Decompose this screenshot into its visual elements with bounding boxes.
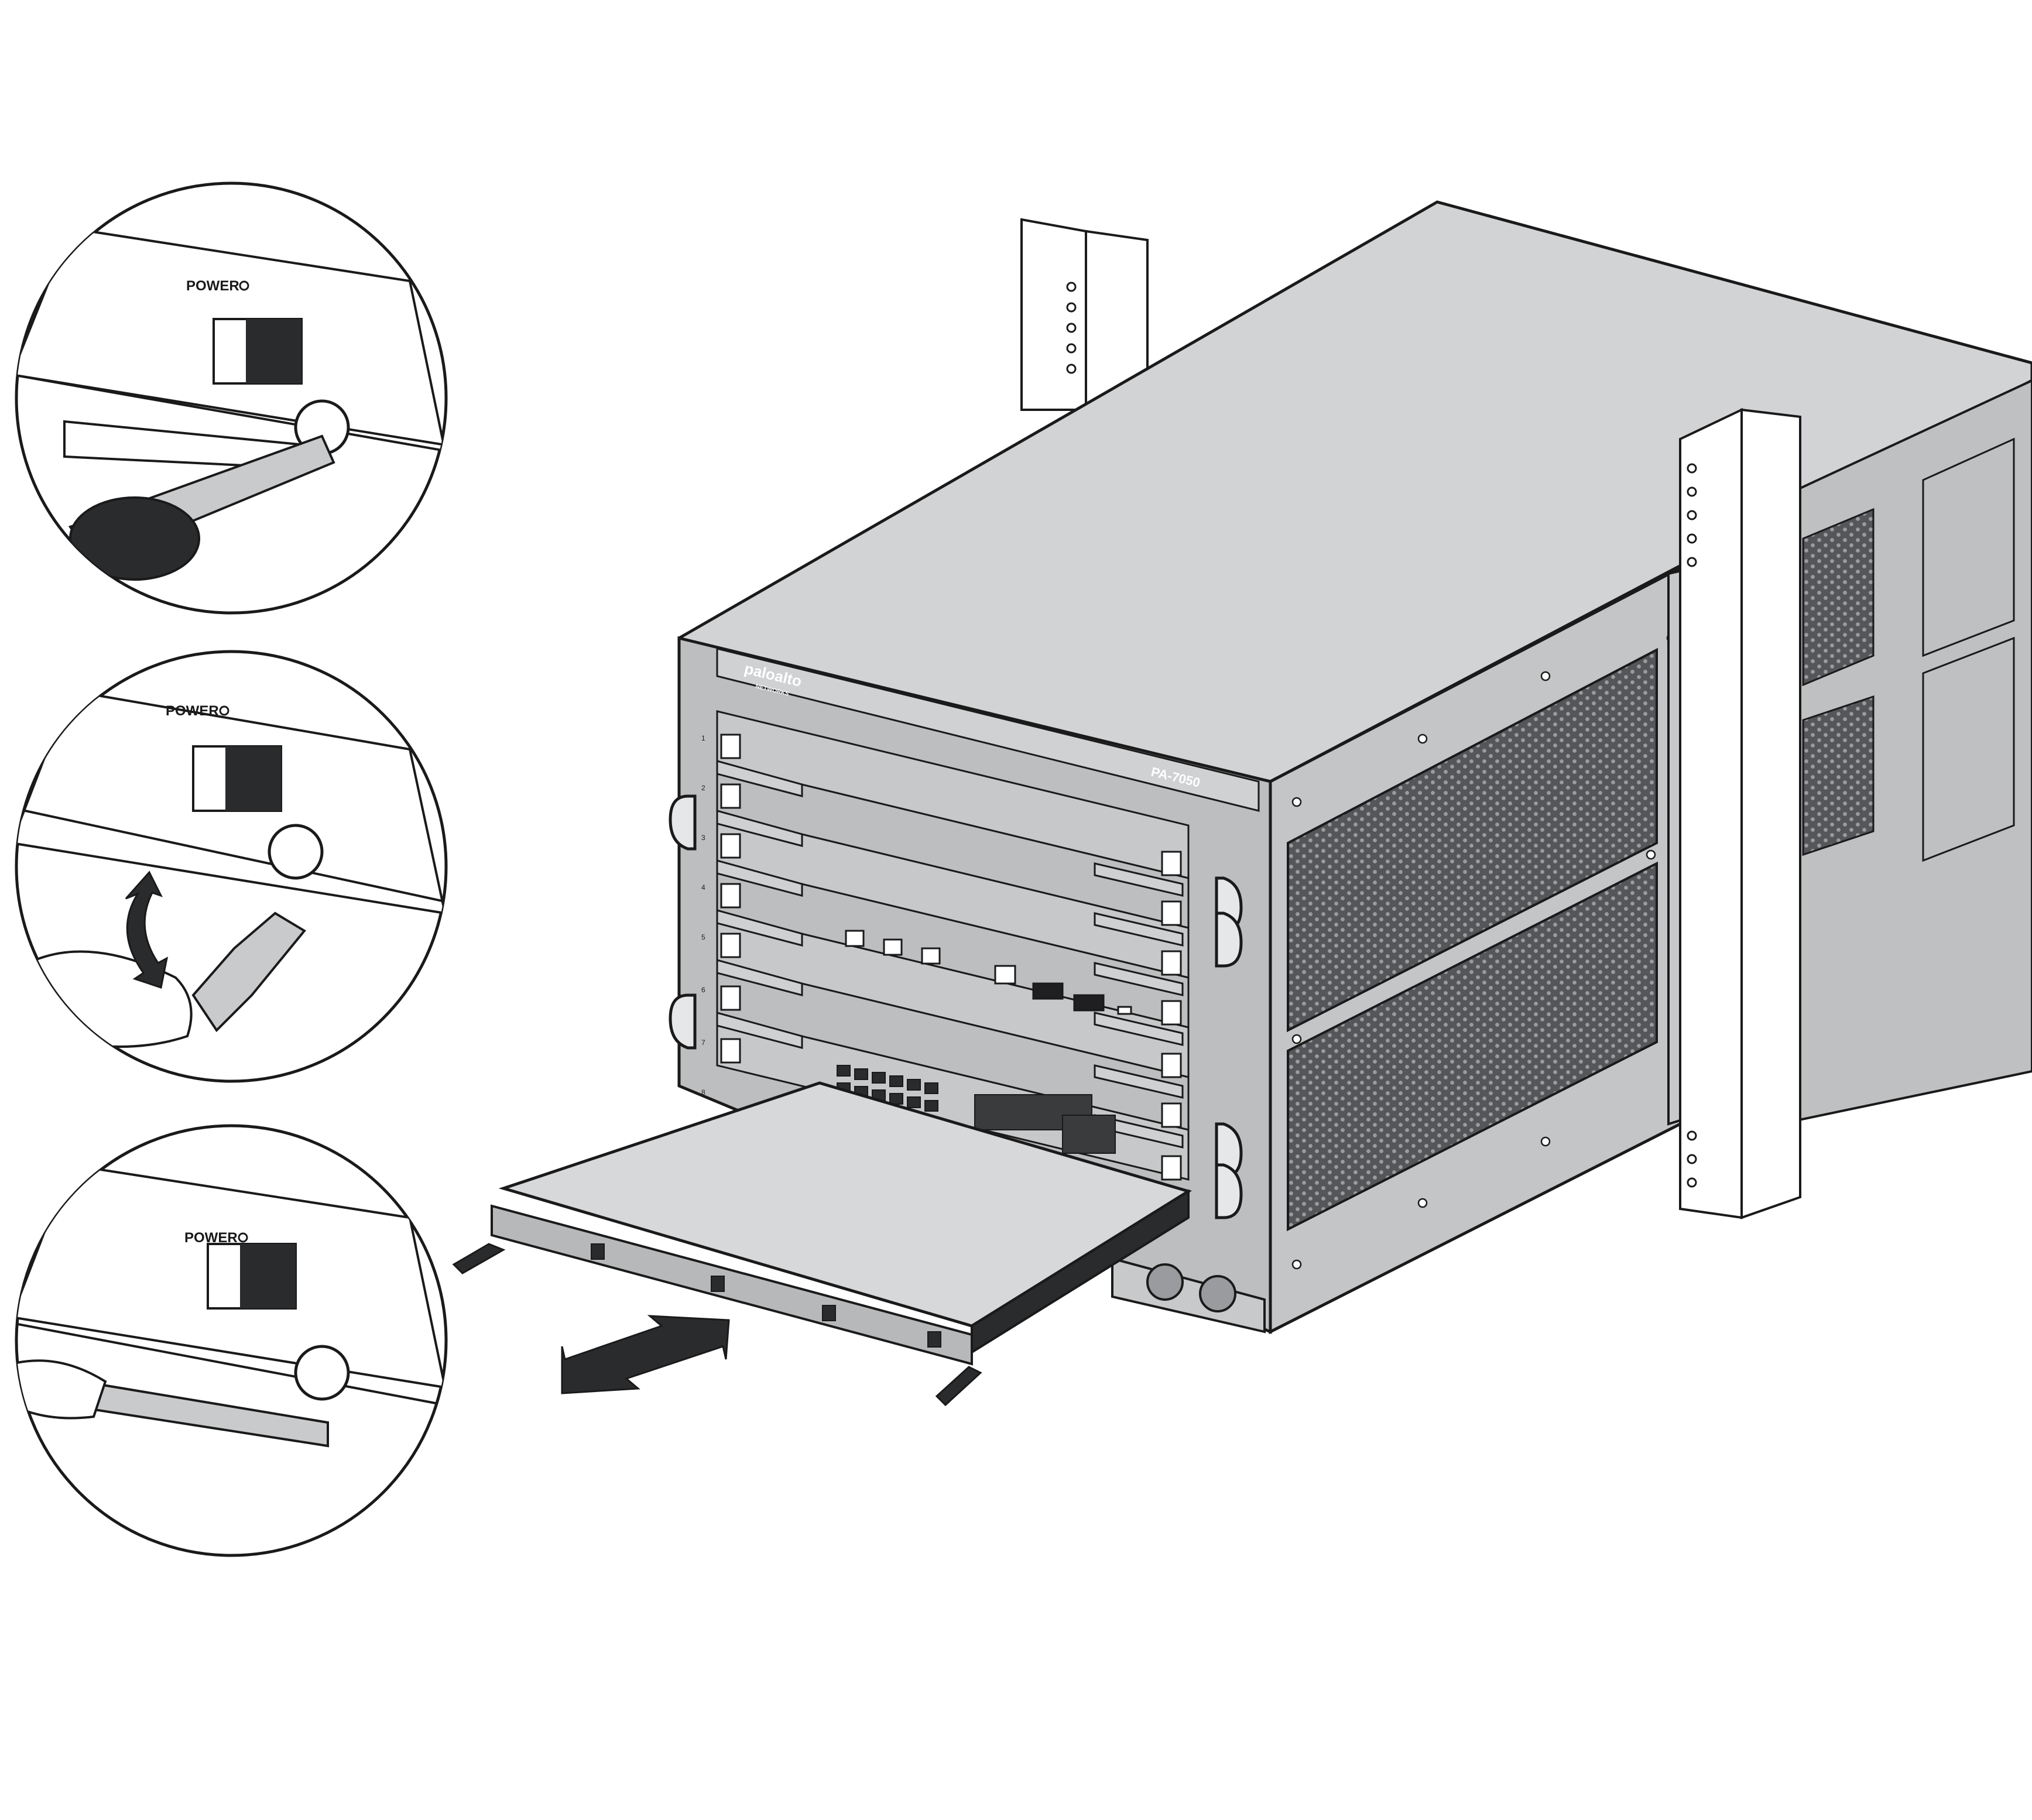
- slot-number-4: 4: [701, 883, 705, 892]
- power-supply-fans: [1111, 1257, 1266, 1334]
- card-faceplate: [491, 1204, 973, 1366]
- chassis-handles: [669, 794, 1243, 1219]
- slot-number-8: 8: [701, 1088, 705, 1096]
- slot-number-3: 3: [701, 834, 705, 842]
- management-ports: [845, 930, 1132, 1015]
- power-label-1: POWER: [186, 278, 239, 294]
- power-led-3: [238, 1232, 248, 1243]
- callout-step-1: POWER: [15, 181, 448, 615]
- front-bezel: [716, 647, 1260, 812]
- side-vent-lower: [1287, 861, 1658, 1232]
- rotate-arrow: [125, 870, 169, 989]
- front-rack-rail: [1679, 407, 1801, 1219]
- slot-number-5: 5: [701, 933, 705, 941]
- power-label-2: POWER: [166, 703, 219, 719]
- extracted-line-card: [452, 1081, 1193, 1407]
- callout-step-2: POWER: [15, 650, 448, 1083]
- slot-number-1: 1: [701, 734, 705, 742]
- chassis: paloalto NETWORKS PA-7050: [669, 200, 2032, 1335]
- slot-number-6: 6: [701, 986, 705, 994]
- callout-step-3: POWER: [15, 1124, 448, 1557]
- side-vent-upper: [1287, 647, 1658, 1033]
- power-label-3: POWER: [184, 1230, 238, 1246]
- rear-rack-rail: [1020, 218, 1149, 412]
- power-led-2: [219, 705, 229, 716]
- slot-number-2: 2: [701, 784, 705, 792]
- card-ejector-levers: [452, 1243, 982, 1407]
- slot-number-7: 7: [701, 1038, 705, 1047]
- slide-arrow: [561, 1315, 730, 1394]
- power-led-1: [239, 280, 249, 291]
